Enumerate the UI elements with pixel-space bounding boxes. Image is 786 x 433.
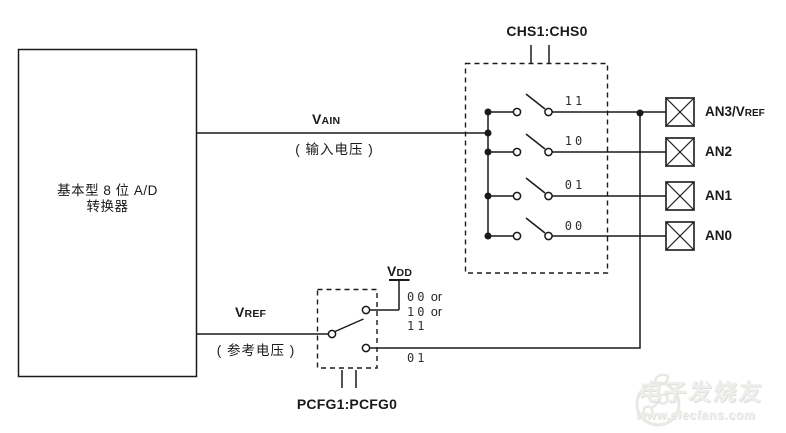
vain-caption: ( 输入电压 )	[295, 142, 374, 157]
pcfg-control-label: PCFG1:PCFG0	[296, 396, 398, 412]
an3-vref-net-wire	[369, 113, 641, 349]
converter-box-outline	[17, 48, 198, 378]
vref-caption: ( 参考电压 )	[216, 343, 296, 358]
vref-switch-lever	[334, 318, 364, 333]
pcfg-an3-option: 01	[407, 351, 428, 365]
switch-contacts	[327, 107, 553, 353]
vain-label: VAIN	[312, 111, 340, 127]
pin-label-an2: AN2	[705, 144, 733, 159]
mux-switch-row-3	[491, 177, 666, 197]
vref-label-sub: REF	[244, 308, 267, 320]
pcfg-vdd-options: 00 or 10 or 11	[407, 290, 442, 334]
pin-box-an0	[665, 221, 695, 251]
watermark: 电子发烧友 www.elecfans.com	[632, 373, 765, 427]
pin-box-an2	[665, 137, 695, 167]
switch-code-10: 10	[564, 134, 586, 148]
vdd-label-sub: DD	[396, 267, 413, 279]
vref-label: VREF	[235, 304, 266, 320]
pcfg-vdd-option-1-code: 00	[407, 290, 428, 304]
pin-label-an3-vref: AN3/VREF	[705, 104, 765, 119]
chs-control-ticks	[530, 45, 550, 63]
mux-switch-row-1	[491, 93, 666, 113]
pin-box-an3-vref	[665, 97, 695, 127]
vdd-label-main: V	[387, 263, 397, 279]
pcfg-vdd-option-1: 00 or	[407, 290, 442, 305]
pcfg-control-ticks	[341, 370, 357, 388]
pcfg-dashed-box	[316, 288, 378, 369]
chs-control-label: CHS1:CHS0	[506, 23, 588, 39]
switch-code-00: 00	[564, 219, 586, 233]
vain-label-sub: AIN	[321, 115, 341, 127]
pcfg-vdd-option-1-suffix: or	[427, 290, 443, 304]
pcfg-vdd-option-3-code: 11	[407, 319, 428, 333]
vain-label-main: V	[312, 111, 322, 127]
pin-label-an1: AN1	[705, 188, 733, 203]
converter-box-label-line2: 转换器	[86, 199, 129, 214]
watermark-url: www.elecfans.com	[635, 408, 757, 422]
pin-box-an1	[665, 181, 695, 211]
pcfg-vdd-option-3: 11	[407, 319, 442, 334]
pcfg-vdd-option-2-suffix: or	[427, 304, 443, 319]
watermark-title: 电子发烧友	[637, 379, 765, 405]
vdd-wire	[369, 280, 400, 311]
converter-box-label-line1: 基本型 8 位 A/D	[57, 183, 158, 198]
mux-switch-row-2	[491, 133, 666, 153]
pin-label-an0: AN0	[705, 228, 733, 243]
vref-label-main: V	[235, 304, 245, 320]
vdd-label: VDD	[387, 263, 412, 279]
pcfg-vdd-option-2-code: 10	[407, 304, 428, 319]
mux-dashed-box	[464, 62, 609, 274]
mux-switch-row-4	[491, 217, 666, 237]
pin-label-an3-sub: REF	[744, 108, 765, 119]
switch-code-11: 11	[564, 94, 586, 108]
switch-code-01: 01	[564, 178, 586, 192]
junction-dots	[484, 108, 644, 240]
converter-box-label: 基本型 8 位 A/D 转换器	[18, 183, 197, 215]
pcfg-vdd-option-2: 10 or	[407, 305, 442, 320]
watermark-text: 电子发烧友 www.elecfans.com	[635, 373, 765, 422]
elecfans-logo-icon	[635, 373, 681, 427]
pin-label-an3-main: AN3/V	[705, 104, 745, 119]
